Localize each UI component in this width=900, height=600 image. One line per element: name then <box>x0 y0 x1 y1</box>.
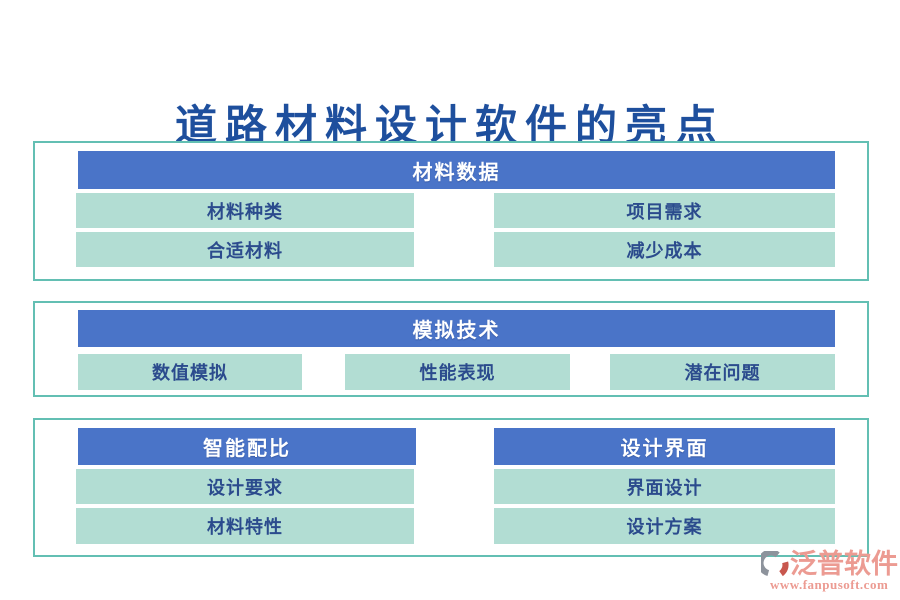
item-cost-reduction: 减少成本 <box>494 232 835 267</box>
item-performance: 性能表现 <box>345 354 570 390</box>
section-simulation-tech: 模拟技术 数值模拟 性能表现 潜在问题 <box>33 301 869 397</box>
item-material-type: 材料种类 <box>76 193 414 228</box>
section-header-simulation-tech: 模拟技术 <box>78 310 835 347</box>
item-project-demand: 项目需求 <box>494 193 835 228</box>
brand-name: 泛普软件 <box>790 549 898 579</box>
item-interface-design: 界面设计 <box>494 469 835 504</box>
fanpu-logo-icon <box>761 551 789 577</box>
brand-url: www.fanpusoft.com <box>770 577 889 592</box>
item-numerical-simulation: 数值模拟 <box>78 354 302 390</box>
item-design-requirements: 设计要求 <box>76 469 414 504</box>
section-header-material-data: 材料数据 <box>78 151 835 189</box>
section-material-data: 材料数据 材料种类 项目需求 合适材料 减少成本 <box>33 141 869 281</box>
item-potential-issues: 潜在问题 <box>610 354 835 390</box>
item-design-scheme: 设计方案 <box>494 508 835 544</box>
item-material-properties: 材料特性 <box>76 508 414 544</box>
item-suitable-material: 合适材料 <box>76 232 414 267</box>
section-header-design-interface: 设计界面 <box>494 428 835 465</box>
section-smart-ratio-and-ui: 智能配比 设计界面 设计要求 界面设计 材料特性 设计方案 <box>33 418 869 557</box>
section-header-smart-ratio: 智能配比 <box>78 428 416 465</box>
page-title: 道路材料设计软件的亮点 <box>174 104 725 150</box>
